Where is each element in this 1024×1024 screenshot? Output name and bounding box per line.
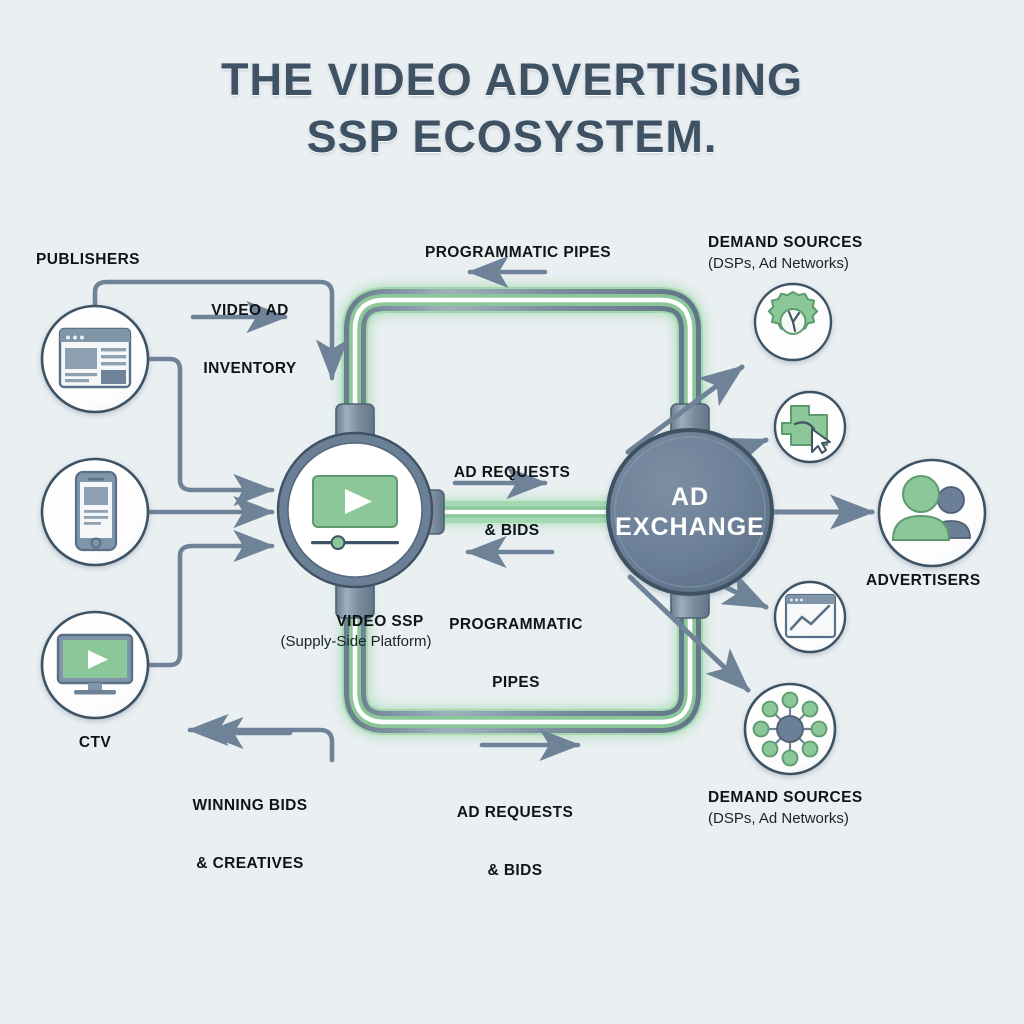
label-programmatic-pipes-mid: PROGRAMMATIC PIPES <box>449 576 583 731</box>
ad-exchange-label-line2: EXCHANGE <box>615 513 765 541</box>
label-winning-bids-l1: WINNING BIDS <box>192 796 308 814</box>
ad-exchange-node[interactable] <box>606 428 774 596</box>
publisher-mobile-node[interactable] <box>40 457 150 567</box>
demand-sources-bottom-label: DEMAND SOURCES <box>708 789 863 806</box>
programmatic-pipe-loop <box>342 287 703 735</box>
browser-window-icon <box>58 327 132 389</box>
analytics-window-icon <box>784 593 837 639</box>
video-ssp-node[interactable] <box>276 431 434 589</box>
advertisers-node[interactable] <box>877 458 987 568</box>
ad-exchange-label-line1: AD <box>671 483 709 511</box>
demand-gear-node[interactable] <box>753 282 833 362</box>
label-winning-bids-creatives: WINNING BIDS & CREATIVES <box>192 757 307 912</box>
label-programmatic-pipes-top: PROGRAMMATIC PIPES <box>424 244 612 261</box>
demand-sources-top-label: DEMAND SOURCES <box>708 234 863 251</box>
demand-sources-bottom-sublabel: (DSPs, Ad Networks) <box>708 810 849 827</box>
network-hub-nodes <box>752 691 828 767</box>
label-ad-requests-bids-bottom: AD REQUESTS & BIDS <box>457 764 573 919</box>
label-ad-requests-bids-right: AD REQUESTS & BIDS <box>454 424 570 579</box>
label-programmatic-pipes-mid-l1: PROGRAMMATIC <box>449 615 583 633</box>
label-video-ad-inventory-l2: INVENTORY <box>203 359 297 377</box>
demand-click-node[interactable] <box>773 390 847 464</box>
page-title: THE VIDEO ADVERTISING SSP ECOSYSTEM. <box>0 52 1024 165</box>
advertisers-label: ADVERTISERS <box>866 572 981 589</box>
publisher-web-node[interactable] <box>40 304 150 414</box>
flow-direction-arrows <box>190 255 581 762</box>
tv-play-icon <box>56 633 134 695</box>
label-ad-requests-bottom-l2: & BIDS <box>487 861 543 879</box>
ctv-label: CTV <box>78 734 112 751</box>
video-ssp-label: VIDEO SSP <box>336 613 424 630</box>
video-play-icon <box>311 475 399 550</box>
click-cursor-icon <box>781 405 831 454</box>
demand-analytics-node[interactable] <box>773 580 847 654</box>
video-ssp-sublabel: (Supply-Side Platform) <box>280 633 432 650</box>
label-winning-bids-l2: & CREATIVES <box>196 854 304 872</box>
publisher-ctv-node[interactable] <box>40 610 150 720</box>
gear-target-icon <box>767 291 819 335</box>
publisher-connectors <box>92 279 349 763</box>
demand-sources-top-sublabel: (DSPs, Ad Networks) <box>708 255 849 272</box>
title-line-2: SSP ECOSYSTEM. <box>306 110 718 162</box>
title-line-1: THE VIDEO ADVERTISING <box>221 54 803 105</box>
label-video-ad-inventory-l1: VIDEO AD <box>211 301 289 319</box>
mobile-phone-icon <box>74 470 118 552</box>
publishers-group-label: PUBLISHERS <box>36 251 140 268</box>
label-ad-requests-right-l2: & BIDS <box>484 521 540 539</box>
label-ad-requests-bottom-l1: AD REQUESTS <box>456 803 574 821</box>
people-group-icon <box>891 475 971 541</box>
demand-network-node[interactable] <box>743 682 837 776</box>
label-video-ad-inventory: VIDEO AD INVENTORY <box>203 262 296 417</box>
label-programmatic-pipes-mid-l2: PIPES <box>492 673 540 691</box>
label-ad-requests-right-l1: AD REQUESTS <box>453 463 571 481</box>
